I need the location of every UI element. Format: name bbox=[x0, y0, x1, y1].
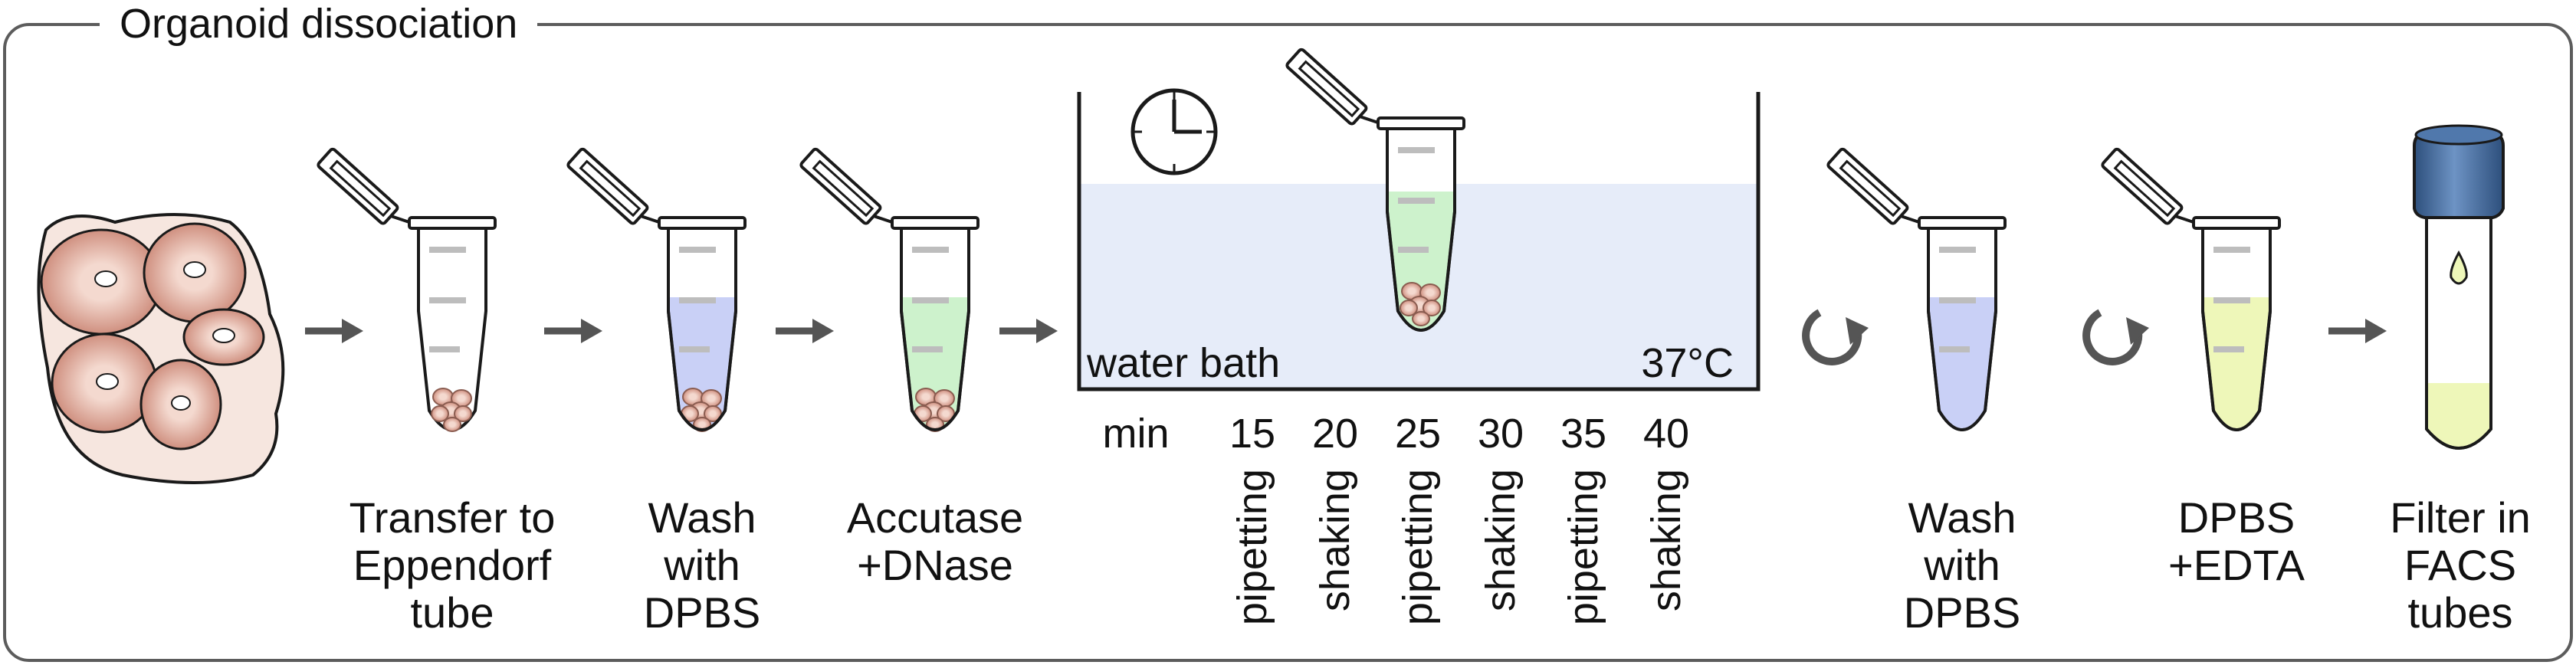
step-label-wash-1: Wash with DPBS bbox=[643, 493, 761, 637]
arrow-icon bbox=[544, 319, 602, 343]
facs-tube-icon bbox=[2413, 124, 2505, 450]
eppendorf-tube-icon bbox=[315, 146, 497, 432]
timeline-action: shaking bbox=[1478, 469, 1524, 611]
rotate-icon bbox=[1806, 313, 1869, 362]
arrow-icon bbox=[2328, 319, 2387, 343]
eppendorf-tube-dpbs-icon bbox=[1825, 146, 2007, 431]
timeline-time: 15 bbox=[1229, 411, 1275, 457]
eppendorf-tube-dpbs-icon bbox=[565, 146, 747, 432]
diagram-title: Organoid dissociation bbox=[100, 0, 538, 48]
timeline-action: pipetting bbox=[1395, 469, 1441, 625]
timeline: min 15 pipetting 20 shaking 25 pipetting 30 sha… bbox=[1102, 411, 1689, 625]
step-label-wash-2: Wash with DPBS bbox=[1903, 493, 2021, 637]
rotate-icon bbox=[2086, 313, 2149, 362]
water-bath-label: water bath bbox=[1086, 340, 1280, 386]
timeline-action: pipetting bbox=[1560, 469, 1606, 625]
clock-icon bbox=[1130, 88, 1218, 175]
arrow-icon bbox=[776, 319, 834, 343]
facs-tube-cap-icon bbox=[2413, 132, 2505, 219]
arrow-icon bbox=[305, 319, 363, 343]
timeline-action: shaking bbox=[1643, 469, 1689, 611]
timeline-action: shaking bbox=[1312, 469, 1358, 611]
eppendorf-tube-edta-icon bbox=[2099, 146, 2281, 431]
step-label-accutase: Accutase +DNase bbox=[846, 493, 1024, 589]
eppendorf-tube-in-bath-icon bbox=[1284, 47, 1465, 332]
timeline-action: pipetting bbox=[1229, 469, 1275, 625]
timeline-time: 35 bbox=[1560, 411, 1606, 457]
organoid-culture-icon bbox=[37, 213, 285, 484]
timeline-time: 30 bbox=[1478, 411, 1524, 457]
step-label-facs: Filter in FACS tubes bbox=[2390, 493, 2531, 637]
step-label-transfer: Transfer to Eppendorf tube bbox=[349, 493, 556, 637]
time-unit-label: min bbox=[1102, 411, 1169, 457]
droplet-icon bbox=[2450, 250, 2468, 285]
temperature-label: 37°C bbox=[1641, 340, 1734, 386]
timeline-time: 20 bbox=[1312, 411, 1358, 457]
timeline-time: 40 bbox=[1643, 411, 1689, 457]
water-bath-icon: water bath 37°C bbox=[1077, 47, 1761, 391]
arrow-icon bbox=[999, 319, 1058, 343]
diagram-frame bbox=[3, 23, 2573, 662]
eppendorf-tube-accutase-icon bbox=[798, 146, 980, 432]
step-label-edta: DPBS +EDTA bbox=[2168, 493, 2305, 589]
timeline-time: 25 bbox=[1395, 411, 1441, 457]
